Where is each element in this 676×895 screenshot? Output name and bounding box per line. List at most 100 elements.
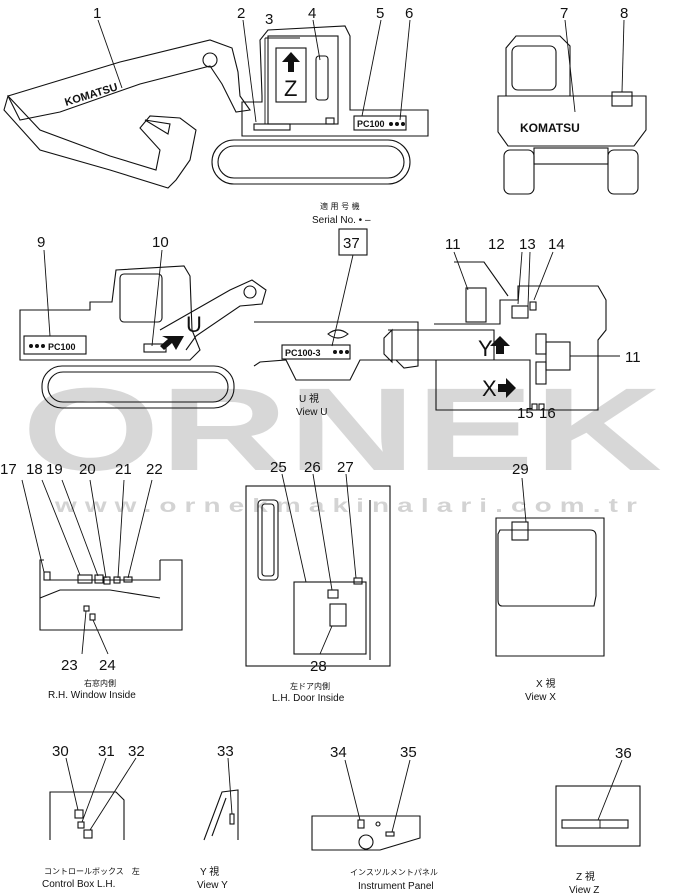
callout-22: 22 — [146, 461, 163, 478]
lh-door-inside: 左ドア内側 L.H. Door Inside — [245, 473, 391, 704]
instrument-jp: インスツルメントパネル — [350, 868, 438, 877]
door-panel — [293, 581, 367, 655]
serial-and-view-u: 適 用 号 機 Serial No. • – PC100-3 U 視 View … — [253, 201, 419, 418]
view-u-panel — [253, 321, 419, 381]
track-left-view — [41, 365, 235, 409]
decal-23 — [83, 605, 90, 612]
callout-32: 32 — [128, 743, 145, 760]
callout-9: 9 — [37, 234, 45, 251]
view-u-oval — [327, 329, 349, 339]
decal-14 — [529, 301, 537, 311]
model-pc100-3-text: PC100-3 — [285, 348, 321, 358]
boom-pin-left — [243, 285, 257, 299]
view-x-en: View X — [525, 692, 556, 703]
decal-32 — [83, 829, 93, 839]
decal-35 — [385, 831, 395, 837]
undercarriage-rear — [533, 147, 609, 165]
serial-en: Serial No. • – — [312, 215, 371, 226]
view-x-window — [497, 529, 597, 607]
excavator-rear-view: KOMATSU — [497, 19, 647, 195]
door-window-inner — [261, 503, 275, 577]
arm-and-bucket — [3, 94, 197, 189]
window-ledge — [39, 589, 161, 599]
decal-29 — [511, 521, 529, 541]
callout-23: 23 — [61, 657, 78, 674]
control-box-lh: コントロールボックス 左 Control Box L.H. — [42, 757, 140, 890]
lh-door-jp: 左ドア内側 — [290, 681, 330, 691]
callout-18: 18 — [26, 461, 43, 478]
bucket-detail — [144, 119, 171, 135]
callout-13: 13 — [519, 236, 536, 253]
arrow-up-icon — [282, 52, 300, 72]
window-frame — [39, 559, 183, 631]
left-track-rear — [503, 149, 535, 195]
serial-jp: 適 用 号 機 — [320, 201, 360, 211]
excavator-top-view: Y X — [383, 251, 620, 411]
decal-13 — [511, 305, 529, 319]
decal-19 — [94, 574, 104, 584]
decal-36 — [561, 819, 629, 829]
letter-x: X — [482, 376, 497, 401]
view-u-en: View U — [296, 407, 328, 418]
view-y-jp: Y 視 — [200, 865, 219, 878]
callout-8: 8 — [620, 5, 628, 22]
cab-window-left — [119, 273, 163, 323]
decal-15 — [531, 403, 538, 411]
boom-pin — [202, 52, 218, 68]
view-y-edge — [211, 797, 227, 837]
callout-20: 20 — [79, 461, 96, 478]
boom-tip-top — [383, 328, 393, 364]
model-plate — [353, 115, 407, 131]
door-frame — [245, 485, 391, 667]
upper-structure — [241, 25, 429, 137]
view-z-panel — [555, 785, 641, 847]
callout-37: 37 — [343, 235, 360, 252]
rh-window-en: R.H. Window Inside — [48, 690, 136, 701]
callout-24: 24 — [99, 657, 116, 674]
rh-window-inside: 右窓内側 R.H. Window Inside — [21, 479, 183, 701]
view-y-en: View Y — [197, 880, 228, 891]
decal-30 — [74, 809, 84, 819]
callout-11-top: 11 — [445, 236, 461, 253]
decal-26 — [327, 589, 339, 599]
instrument-panel: インスツルメントパネル Instrument Panel — [311, 759, 438, 892]
callout-29: 29 — [512, 461, 529, 478]
view-u-jp: U 視 — [299, 392, 319, 405]
upper-left-view — [19, 265, 201, 361]
boom — [7, 39, 251, 121]
letter-z: Z — [284, 76, 297, 101]
decal-33 — [229, 813, 235, 825]
boom-brand-text: KOMATSU — [63, 81, 119, 109]
decal-10 — [143, 343, 167, 353]
callout-4: 4 — [308, 5, 316, 22]
model-plate-u — [281, 344, 351, 360]
decal-11-side-a — [535, 333, 547, 355]
cab-door-window — [315, 55, 329, 101]
handrail — [454, 261, 509, 297]
door-window — [257, 499, 279, 581]
callout-2: 2 — [237, 5, 245, 22]
view-z-jp: Z 視 — [576, 870, 595, 883]
callout-34: 34 — [330, 744, 347, 761]
decal-11-upper — [465, 287, 487, 323]
model-plate-left — [23, 335, 87, 355]
view-z: Z 視 View Z — [555, 759, 641, 895]
callout-16: 16 — [539, 405, 556, 422]
cab-window-area — [267, 35, 339, 125]
callout-15: 15 — [517, 405, 534, 422]
view-x-outer — [495, 517, 605, 657]
dot-icon — [389, 122, 393, 126]
dot-icon — [345, 350, 349, 354]
callout-10: 10 — [152, 234, 169, 251]
model-pc100-text: PC100 — [357, 119, 385, 129]
callout-26: 26 — [304, 459, 321, 476]
control-box-outline — [49, 791, 125, 840]
lh-door-en: L.H. Door Inside — [272, 693, 345, 704]
watermark: ORNEK www.ornekmakinalari.com.tr — [22, 364, 662, 517]
right-track-rear — [607, 149, 639, 195]
decal-4 — [325, 117, 335, 125]
callout-25: 25 — [270, 459, 287, 476]
arrow-down-left-icon — [160, 336, 184, 350]
callout-35: 35 — [400, 744, 417, 761]
